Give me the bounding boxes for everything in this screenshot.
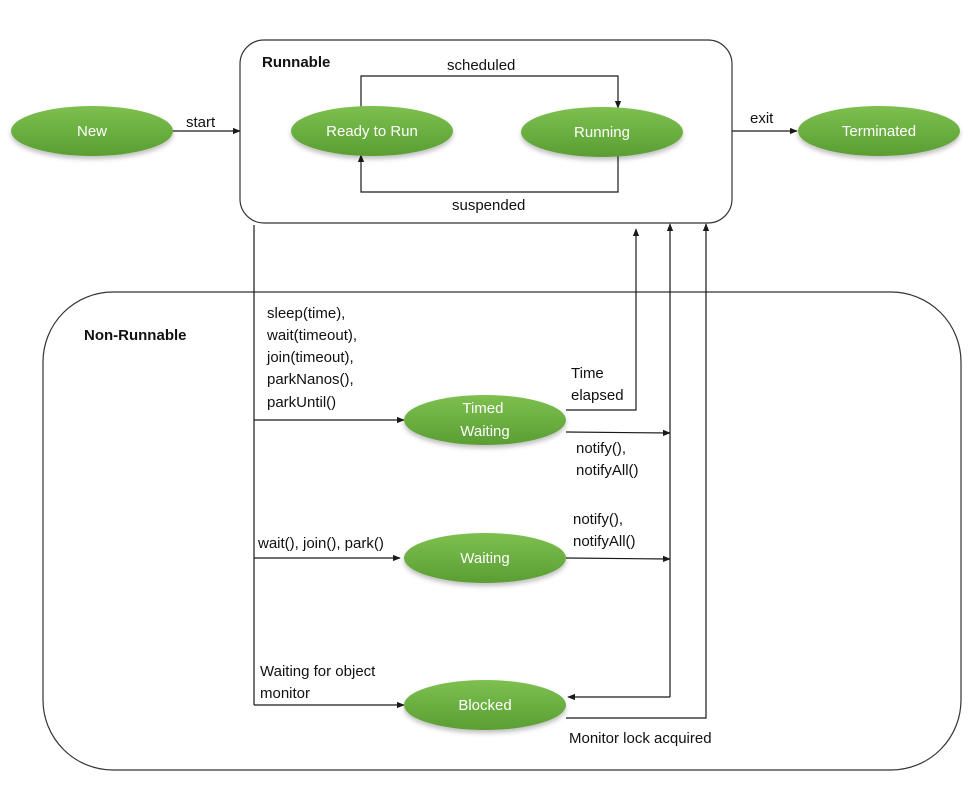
suspended-arrow [357, 154, 619, 193]
state-ready-to-run: Ready to Run [291, 106, 453, 156]
monitor-wait-label: Waiting for object monitor [260, 663, 380, 702]
time-elapsed-label: Time elapsed [571, 365, 624, 404]
scheduled-label: scheduled [447, 57, 515, 74]
state-new: New [11, 106, 173, 156]
monitor-acquired-arrow [566, 223, 710, 719]
time-elapsed-arrow [566, 228, 640, 411]
non-runnable-group [42, 291, 962, 771]
state-waiting-label: Waiting [460, 550, 509, 567]
timed-calls-label: sleep(time), wait(timeout), join(timeout… [266, 305, 361, 411]
notify-timed-arrow [565, 429, 671, 437]
exit-label: exit [750, 110, 774, 127]
state-timed-waiting: Timed Waiting [404, 395, 566, 445]
monitor-acquired-label: Monitor lock acquired [569, 730, 712, 747]
state-timed-waiting-label: Timed Waiting [460, 400, 509, 440]
scheduled-arrow [360, 75, 622, 112]
state-running-label: Running [574, 124, 630, 141]
non-runnable-group-title: Non-Runnable [84, 327, 187, 344]
state-terminated: Terminated [798, 106, 960, 156]
wait-calls-label: wait(), join(), park() [257, 535, 384, 552]
notify-waiting-label: notify(), notifyAll() [573, 511, 636, 550]
state-ready-label: Ready to Run [326, 123, 418, 140]
state-terminated-label: Terminated [842, 123, 916, 140]
start-label: start [186, 114, 216, 131]
state-blocked: Blocked [404, 680, 566, 730]
suspended-label: suspended [452, 197, 525, 214]
state-new-label: New [77, 123, 107, 140]
notify-timed-label: notify(), notifyAll() [576, 440, 639, 479]
notify-waiting-arrow [565, 555, 671, 563]
state-waiting: Waiting [404, 533, 566, 583]
state-blocked-label: Blocked [458, 697, 511, 714]
runnable-group-title: Runnable [262, 54, 330, 71]
state-running: Running [521, 107, 683, 157]
